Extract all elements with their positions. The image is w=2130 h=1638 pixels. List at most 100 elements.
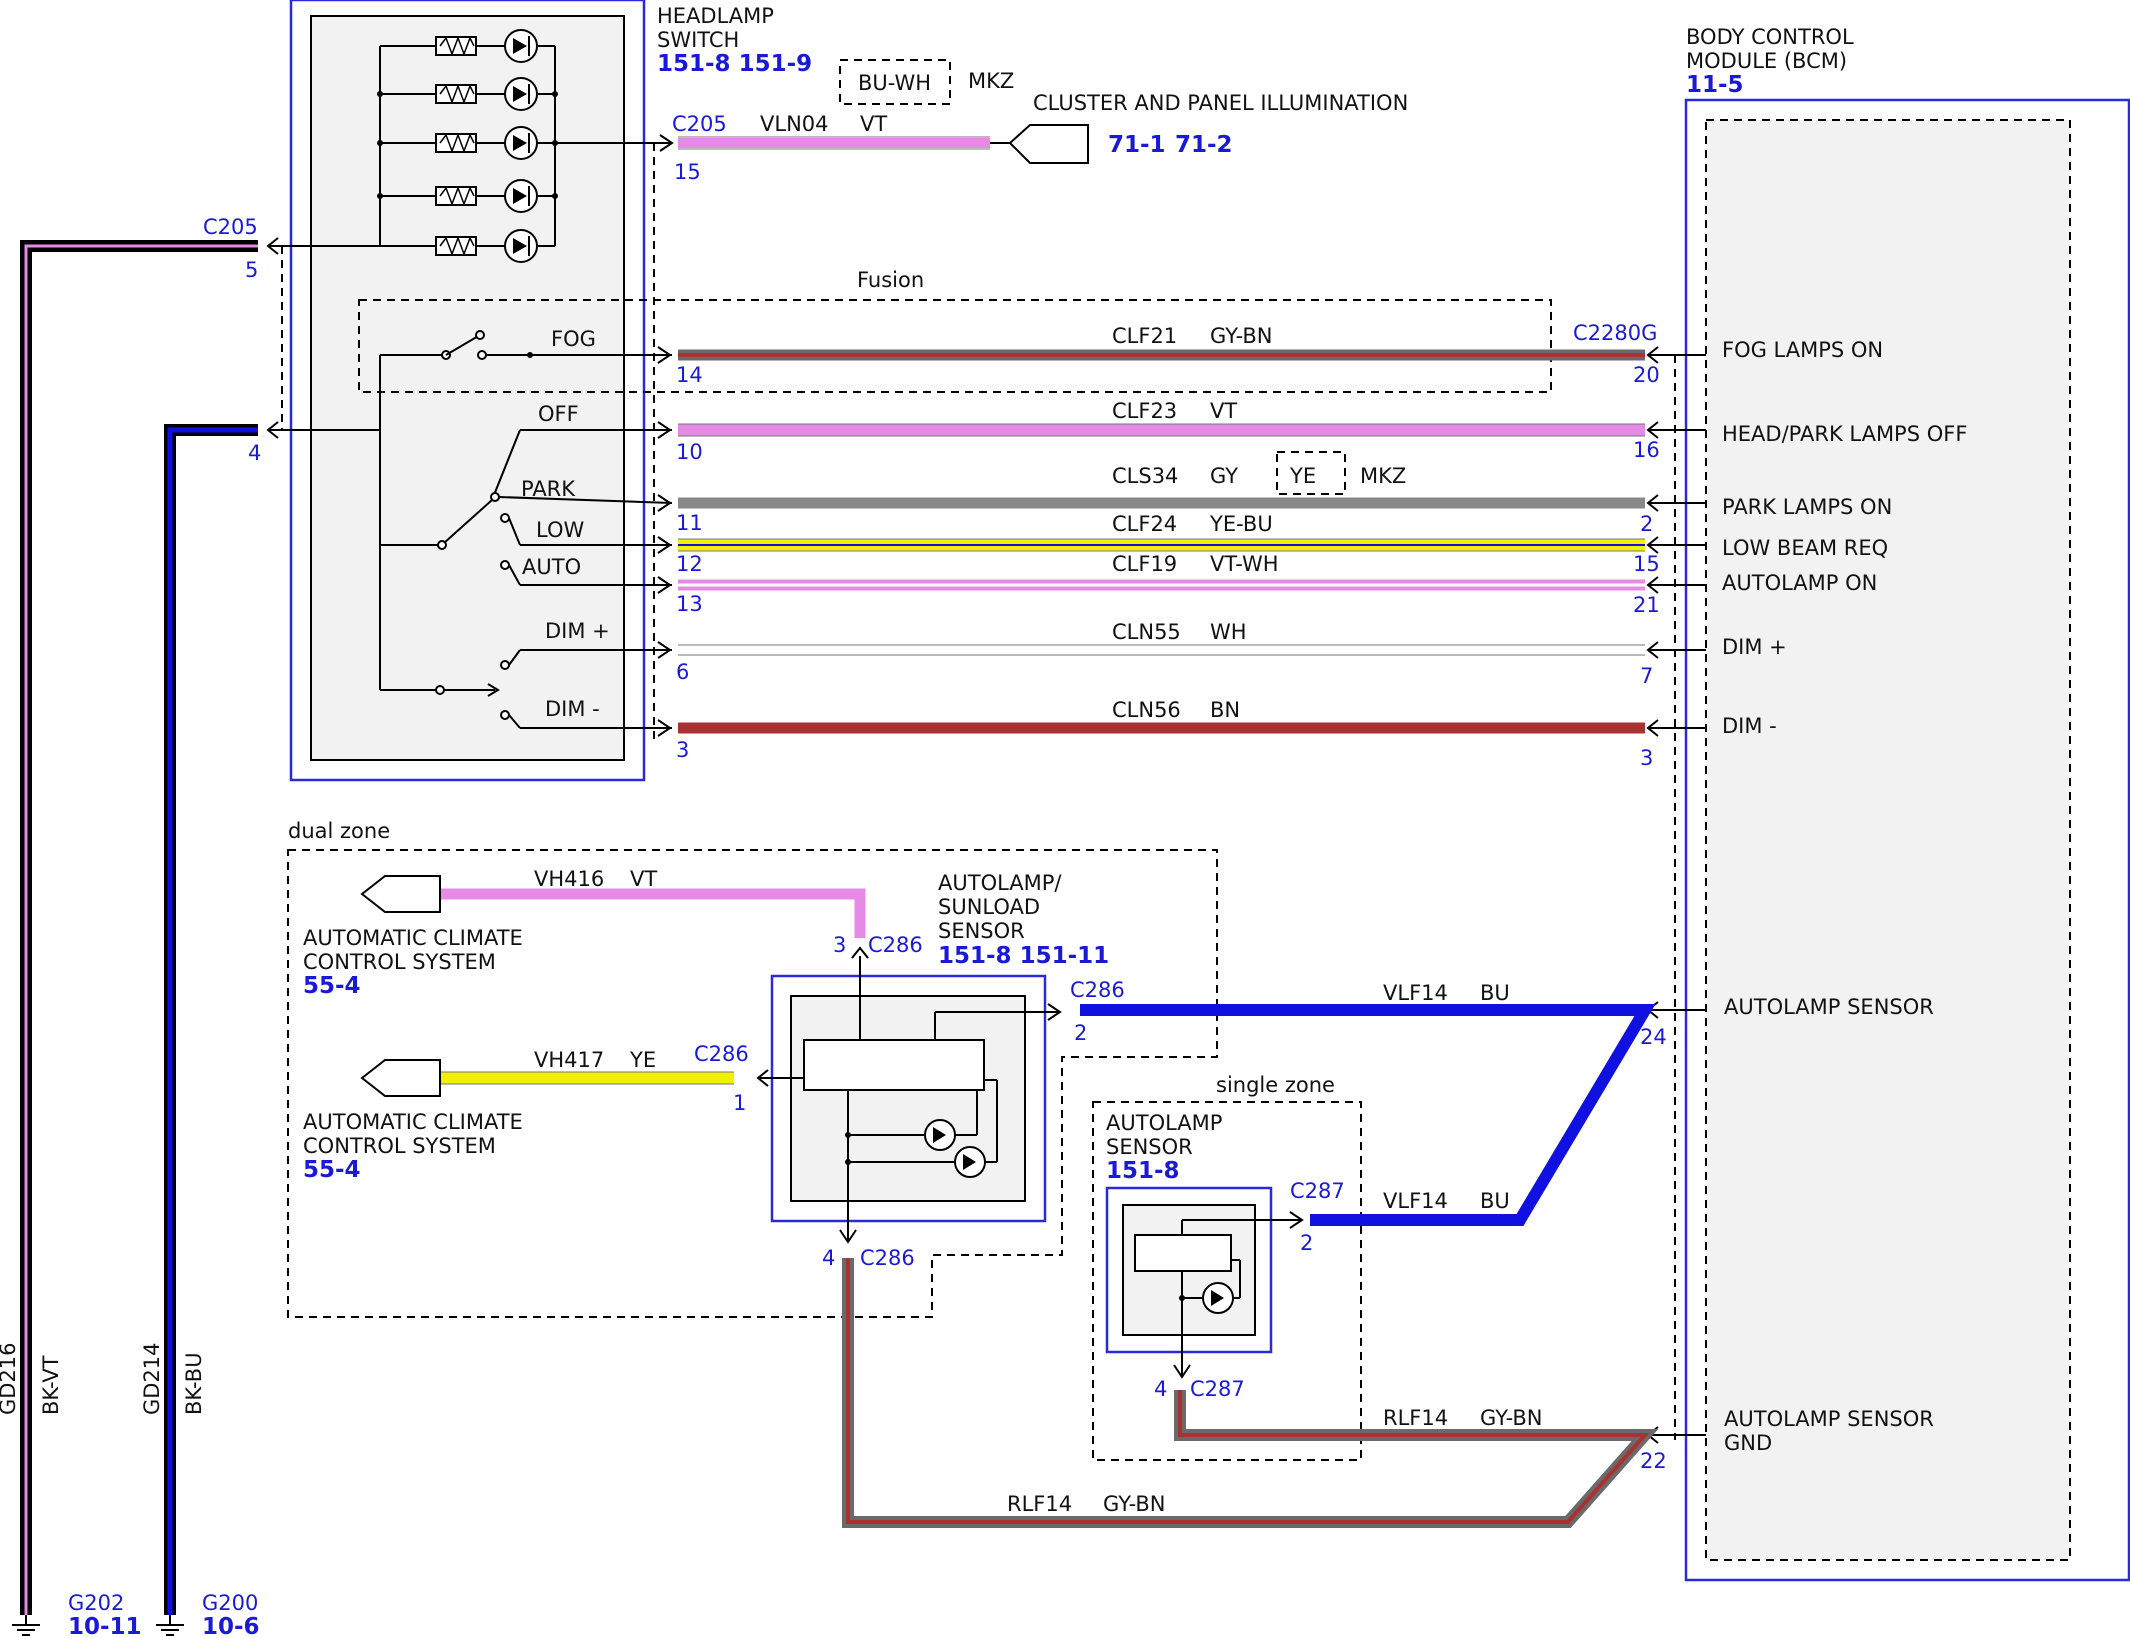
acc1-connector-icon	[360, 875, 441, 913]
g200-ref: 10-6	[202, 1614, 260, 1638]
fusion-label: Fusion	[857, 268, 924, 292]
bcm-sensor-pin: 24	[1640, 1025, 1667, 1049]
dual-sensor-internals	[756, 946, 1062, 1244]
left-pin-clf21: 14	[676, 363, 703, 387]
dual-sensor-inner	[790, 995, 1026, 1202]
g202-label: G202	[68, 1591, 124, 1615]
single-gnd-pin: 4	[1154, 1377, 1167, 1401]
g202-ref: 10-11	[68, 1614, 142, 1638]
cluster-wire-circuit: VLN04	[760, 112, 829, 136]
left-pin-clf24: 12	[676, 552, 703, 576]
bu-wh-option-box	[839, 59, 951, 105]
color-cls34: GY	[1210, 464, 1238, 488]
switch-connector-arrows	[657, 346, 672, 737]
dual-sensor-chip	[803, 1039, 985, 1091]
dual-zone-label: dual zone	[288, 819, 390, 843]
rlf14-b-circuit: RLF14	[1007, 1492, 1072, 1516]
rlf14-a-circuit: RLF14	[1383, 1406, 1448, 1430]
left-pin-cls34: 11	[676, 511, 703, 535]
single-gnd-conn: C287	[1190, 1377, 1245, 1401]
right-pin-cln55: 7	[1640, 664, 1653, 688]
label-park: PARK	[521, 477, 576, 501]
single-sensor-title-2: SENSOR	[1106, 1135, 1193, 1159]
vlf14-b-color: BU	[1480, 1189, 1510, 1213]
vh416-color: VT	[630, 867, 657, 891]
headlamp-switch-ref: 151-8 151-9	[657, 51, 812, 77]
acc2-connector-icon	[360, 1059, 441, 1097]
vh416-circuit: VH416	[534, 867, 604, 891]
circuit-clf19: CLF19	[1112, 552, 1177, 576]
single-zone-label: single zone	[1216, 1073, 1335, 1097]
wire-clf23	[678, 423, 1645, 437]
circuit-cln55: CLN55	[1112, 620, 1181, 644]
single-out-pin: 2	[1300, 1231, 1313, 1255]
bcm-signal-gnd-1: AUTOLAMP SENSOR	[1724, 1407, 1934, 1431]
right-pin-clf21: 20	[1633, 363, 1660, 387]
right-pin-cls34: 2	[1640, 512, 1653, 536]
vlf14-a-color: BU	[1480, 981, 1510, 1005]
cluster-connector-icon	[1008, 124, 1089, 164]
cluster-label: CLUSTER AND PANEL ILLUMINATION	[1033, 91, 1408, 115]
headlamp-switch-inner	[310, 15, 625, 761]
bu-wh-option-color: BU-WH	[858, 71, 931, 95]
single-sensor-chip	[1134, 1234, 1232, 1272]
bcm-inner	[1705, 119, 2071, 1561]
ground-wire-gd214	[156, 424, 258, 1636]
c205-left-name: C205	[203, 215, 258, 239]
headlamp-switch-title-2: SWITCH	[657, 28, 739, 52]
switch-contacts	[268, 330, 673, 729]
acc1-ref: 55-4	[303, 973, 361, 999]
bcm-signal-autolamp-sensor: AUTOLAMP SENSOR	[1724, 995, 1934, 1019]
bcm-signal-gnd-2: GND	[1724, 1431, 1772, 1455]
dual-out-pin: 2	[1074, 1021, 1087, 1045]
single-zone-region	[1092, 1101, 1362, 1461]
ye-option-color: YE	[1289, 464, 1316, 488]
vh417-color: YE	[629, 1048, 656, 1072]
dual-sensor-ref: 151-8 151-11	[938, 943, 1109, 969]
ground-wire-gd216	[12, 240, 258, 1636]
vh417-pin: 1	[733, 1091, 746, 1115]
bu-wh-option-label: MKZ	[968, 69, 1014, 93]
acc2-line2: CONTROL SYSTEM	[303, 1134, 496, 1158]
wire-rlf14	[842, 1258, 1659, 1528]
single-sensor-ref: 151-8	[1106, 1158, 1180, 1184]
wire-vlf14	[1080, 1004, 1656, 1226]
dual-gnd-conn: C286	[860, 1246, 915, 1270]
dual-zone-region	[287, 849, 1218, 1318]
color-cln55: WH	[1210, 620, 1247, 644]
c205-pin-4: 4	[248, 441, 261, 465]
vlf14-a-circuit: VLF14	[1383, 981, 1448, 1005]
wire-vh416	[440, 888, 866, 938]
acc2-ref: 55-4	[303, 1157, 361, 1183]
label-low: LOW	[536, 518, 584, 542]
illumination-bulbs	[268, 29, 674, 263]
circuit-clf21: CLF21	[1112, 324, 1177, 348]
left-pin-cln56: 3	[676, 738, 689, 762]
bcm-gnd-pin: 22	[1640, 1449, 1667, 1473]
ye-option-box	[1276, 451, 1346, 495]
color-clf24: YE-BU	[1209, 512, 1273, 536]
rlf14-a-color: GY-BN	[1480, 1406, 1543, 1430]
bcm-signal-head-park-off: HEAD/PARK LAMPS OFF	[1722, 422, 1967, 446]
cluster-conn-name: C205	[672, 112, 727, 136]
cluster-ref-2: 71-2	[1175, 132, 1233, 158]
bcm-connector-name: C2280G	[1573, 321, 1657, 345]
bcm-ref: 11-5	[1686, 72, 1744, 98]
bcm-signal-fog: FOG LAMPS ON	[1722, 338, 1883, 362]
bcm-signal-low-beam: LOW BEAM REQ	[1722, 536, 1888, 560]
gd216-circuit: GD216	[0, 1342, 20, 1415]
color-cln56: BN	[1210, 698, 1240, 722]
label-dim-plus: DIM +	[545, 619, 610, 643]
cluster-wire-color: VT	[860, 112, 887, 136]
vh417-circuit: VH417	[534, 1048, 604, 1072]
g200-label: G200	[202, 1591, 258, 1615]
bcm-title-2: MODULE (BCM)	[1686, 49, 1847, 73]
single-sensor-title-1: AUTOLAMP	[1106, 1111, 1222, 1135]
right-pin-clf23: 16	[1633, 438, 1660, 462]
cluster-ref-1: 71-1	[1108, 132, 1166, 158]
dual-sensor-title-3: SENSOR	[938, 919, 1025, 943]
vlf14-b-circuit: VLF14	[1383, 1189, 1448, 1213]
left-pin-clf23: 10	[676, 440, 703, 464]
single-sensor-internals	[1173, 1211, 1304, 1379]
